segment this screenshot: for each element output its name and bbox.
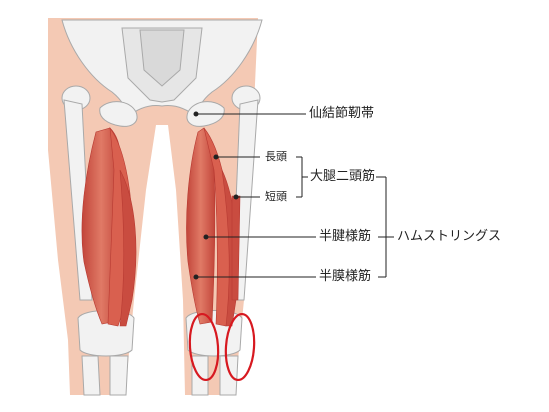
label-semitendinosus: 半腱様筋 <box>319 229 372 244</box>
pelvis-bone <box>61 19 263 127</box>
hamstring-muscles-left <box>81 126 137 327</box>
label-long-head: 長頭 <box>265 150 287 163</box>
highlight-circle-left <box>188 312 220 382</box>
leader-lines <box>193 111 394 280</box>
label-sacrotuberous-ligament: 仙結節靭帯 <box>309 106 375 121</box>
label-biceps-femoris: 大腿二頭筋 <box>310 169 376 184</box>
label-short-head: 短頭 <box>265 190 287 203</box>
highlight-circles <box>188 312 256 382</box>
highlight-circle-right <box>224 312 256 382</box>
label-hamstrings: ハムストリングス <box>397 229 502 244</box>
label-semimembranosus: 半膜様筋 <box>319 269 372 284</box>
